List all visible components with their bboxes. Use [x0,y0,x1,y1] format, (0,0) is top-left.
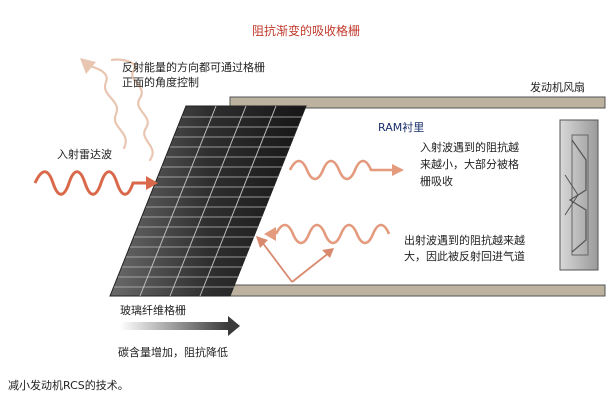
grid-material-label: 玻璃纤维格栅 [120,304,186,317]
incident-radar-label: 入射雷达波 [57,148,112,161]
engine-fan [559,119,599,271]
outgoing-line-1: 出射波遇到的阻抗越来越 [404,234,525,247]
duct-bottom-wall [229,284,606,297]
outgoing-line-2: 大，因此被反射回进气道 [404,250,525,263]
diagram-title: 阻抗渐变的吸收格栅 [252,24,361,38]
absorbed-line-1: 入射波遇到的阻抗越 [420,141,519,154]
engine-fan-label: 发动机风扇 [530,81,585,94]
gradient-arrow [120,316,240,336]
reflect-control-line-2: 正面的角度控制 [122,76,199,89]
absorbed-line-3: 栅吸收 [420,175,453,188]
ram-liner-label: RAM衬里 [378,121,425,134]
outgoing-wave [264,223,391,245]
absorbed-wave [288,159,404,181]
gradient-note-label: 碳含量增加，阻抗降低 [118,346,228,359]
bounce-arrows [256,236,334,283]
reflect-control-line-1: 反射能量的方向都可通过格栅 [122,61,265,74]
incident-wave [33,170,158,196]
reflected-wave-pale [80,58,154,162]
absorbing-grid [109,105,307,297]
absorbed-line-2: 来越小，大部分被格 [420,158,519,171]
duct-top-wall [229,96,606,109]
caption: 减小发动机RCS的技术。 [8,379,129,392]
